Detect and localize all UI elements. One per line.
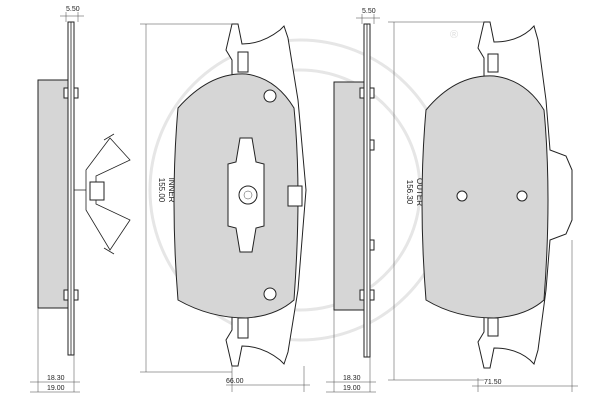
inner-side-clip: [287, 185, 303, 207]
left-top-dim: 5.50: [66, 6, 80, 13]
inner-center-hole: [238, 185, 258, 205]
outer-top-tab: [487, 53, 499, 73]
right-bottom-dim-2: 19.00: [343, 385, 361, 392]
right-side-view: 5.50 18.30 19.00: [326, 8, 380, 393]
outer-height-dim: 156.30: [405, 180, 414, 205]
outer-hole-left: [456, 190, 468, 202]
right-top-dim: 5.50: [362, 8, 376, 15]
outer-label: OUTER: [415, 178, 424, 206]
outer-bottom-tab: [487, 317, 499, 337]
left-bottom-dim-2: 19.00: [47, 385, 65, 392]
left-side-view: 5.50 18.30 19.00: [30, 6, 131, 393]
left-bottom-dim-1: 18.30: [47, 375, 65, 382]
inner-label: INNER: [167, 178, 176, 203]
outer-friction-material: [421, 75, 549, 319]
inner-bottom-tab: [237, 317, 249, 339]
outer-width-dim: 71.50: [484, 379, 502, 386]
inner-top-tab: [237, 51, 249, 73]
outer-hole-right: [516, 190, 528, 202]
right-friction-material: [333, 81, 365, 311]
inner-hole-top: [263, 89, 277, 103]
registered-mark: ®: [450, 29, 458, 41]
inner-width-dim: 66.00: [226, 378, 244, 385]
inner-pad-view: 155.00 INNER 66.00: [140, 23, 310, 392]
spring-clip: [74, 133, 131, 255]
right-bottom-dim-1: 18.30: [343, 375, 361, 382]
inner-height-dim: 155.00: [157, 178, 166, 203]
inner-hole-bottom: [263, 287, 277, 301]
left-friction-material: [37, 79, 69, 309]
outer-pad-view: 156.30 OUTER 71.50: [388, 21, 578, 392]
